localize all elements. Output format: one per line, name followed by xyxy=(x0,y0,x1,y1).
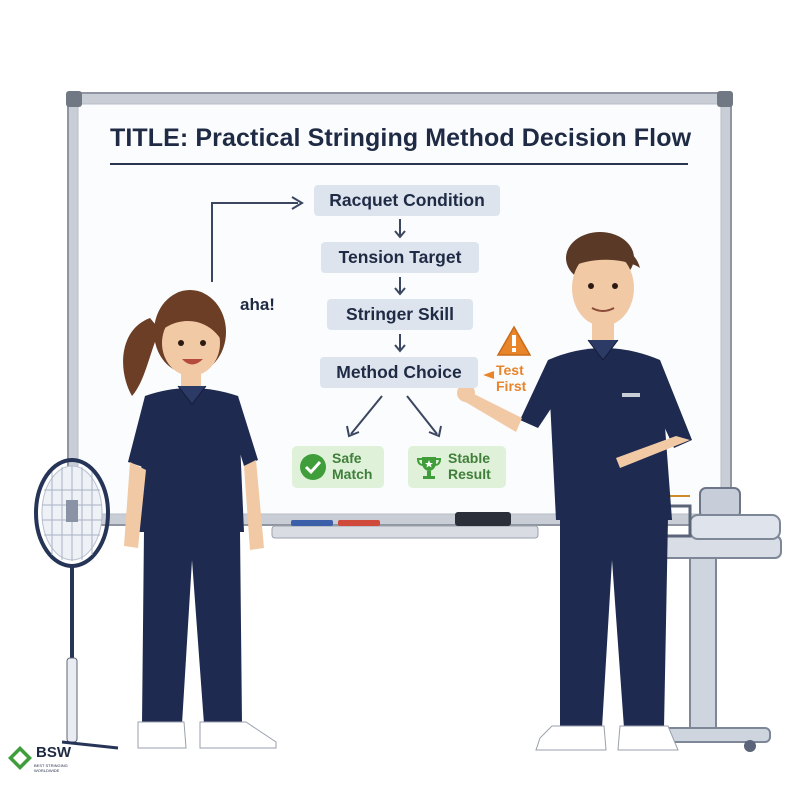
flow-step-method-choice: Method Choice xyxy=(320,357,478,388)
outcome-safe-match-line2: Match xyxy=(332,466,373,482)
flow-step-stringer-skill: Stringer Skill xyxy=(327,299,473,330)
speech-exclamation: aha! xyxy=(240,295,275,314)
outcome-stable-result-line1: Stable xyxy=(448,450,491,466)
brand-logo: BSW BEST STRINGING WORLDWIDE xyxy=(6,744,86,788)
flow-arrows xyxy=(211,196,495,438)
flow-step-tension-target: Tension Target xyxy=(321,242,479,273)
warning-icon xyxy=(496,325,532,356)
warning-note-line1: Test xyxy=(496,362,524,378)
racquet-illustration xyxy=(34,458,119,750)
trophy-icon xyxy=(416,457,442,479)
title-underline xyxy=(110,163,688,165)
woman-illustration xyxy=(123,290,277,749)
man-illustration xyxy=(457,232,692,751)
outcome-stable-result-label: Stable Result xyxy=(448,450,491,482)
warning-note: Test First xyxy=(496,362,526,394)
logo-mark: BSW xyxy=(36,744,71,761)
logo-tagline: BEST STRINGING WORLDWIDE xyxy=(34,763,68,773)
outcome-safe-match-label: Safe Match xyxy=(332,450,372,482)
outcome-stable-result: Stable Result xyxy=(408,446,506,488)
flow-step-racquet-condition: Racquet Condition xyxy=(314,185,500,216)
outcome-safe-match: Safe Match xyxy=(292,446,384,488)
warning-note-line2: First xyxy=(496,378,527,394)
outcome-safe-match-line1: Safe xyxy=(332,450,362,466)
board-title: TITLE: Practical Stringing Method Decisi… xyxy=(110,124,692,152)
check-icon xyxy=(300,454,326,480)
logo-icon xyxy=(8,746,32,770)
outcome-stable-result-line2: Result xyxy=(448,466,491,482)
